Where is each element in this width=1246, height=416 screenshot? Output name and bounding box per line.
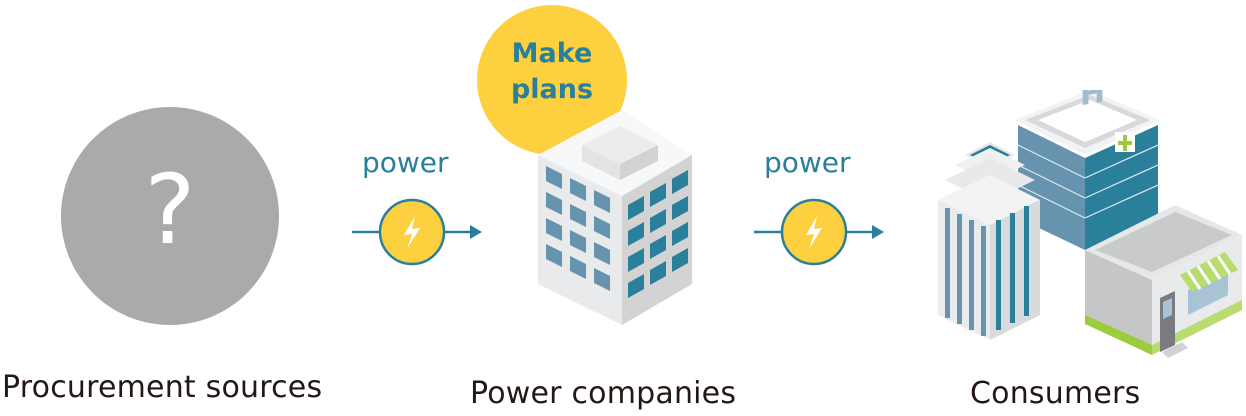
power-company-building [477,5,692,325]
consumers-label: Consumers [970,376,1141,411]
office-tower [938,142,1040,340]
power-flow-arrow-2 [754,198,884,266]
unknown-source-circle [61,107,279,325]
svg-text:H: H [1080,90,1105,113]
question-mark-icon: ? [144,154,196,266]
lightning-bolt-icon [806,216,822,249]
make-plans-callout: Make plans [487,36,617,108]
power-flow-label-2: power [764,146,851,179]
power-flow-arrow-1 [352,198,482,266]
procurement-sources-label: Procurement sources [2,370,323,405]
lightning-bolt-icon [404,216,420,249]
callout-line-2: plans [510,74,594,105]
power-companies-label: Power companies [470,376,737,411]
callout-line-1: Make [511,38,593,69]
power-flow-label-1: power [362,146,449,179]
consumer-buildings: H [938,90,1242,358]
shop-building [1085,205,1242,358]
